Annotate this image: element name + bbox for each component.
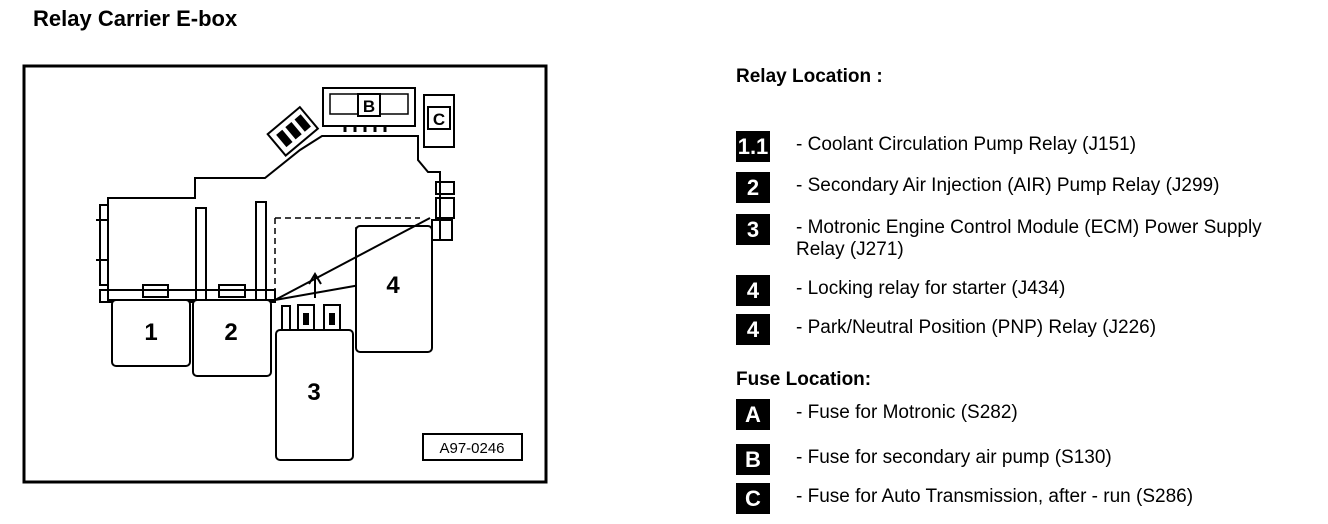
relay-4-label: 4 — [386, 272, 400, 299]
relay-badge-1: 1.1 — [736, 131, 770, 162]
right-clip-upper — [435, 181, 455, 195]
right-clip-lower — [435, 197, 455, 219]
fuse-c-label: C — [433, 110, 445, 129]
ref-code-box — [422, 433, 523, 461]
fuse-block-b-teeth — [343, 126, 387, 132]
fuse-b-label: B — [363, 97, 375, 116]
relay-1-label: 1 — [144, 319, 157, 346]
relay-location-heading: Relay Location : — [736, 66, 883, 87]
carrier-left-flange — [96, 204, 108, 286]
fuse-badge-a: A — [736, 399, 770, 430]
relay-row-4: 4 - Locking relay for starter (J434) — [736, 275, 1276, 306]
relay-desc-2: - Secondary Air Injection (AIR) Pump Rel… — [796, 175, 1220, 196]
relay-3-label: 3 — [307, 379, 320, 406]
relay-2-post-left — [195, 207, 207, 301]
relay-desc-4: - Locking relay for starter (J434) — [796, 278, 1066, 299]
relay-badge-2: 2 — [736, 172, 770, 203]
fuse-c-label-box — [427, 106, 451, 130]
relay-desc-3: - Motronic Engine Control Module (ECM) P… — [796, 217, 1262, 260]
relay-row-3: 3 - Motronic Engine Control Module (ECM)… — [736, 214, 1266, 261]
relay-desc-1: - Coolant Circulation Pump Relay (J151) — [796, 134, 1137, 155]
relay-3-body — [275, 329, 354, 461]
relay-4-body — [355, 225, 433, 353]
relay-3-pin-right-hole — [329, 313, 335, 325]
fuse-location-heading: Fuse Location: — [736, 369, 872, 390]
diagram-frame — [22, 64, 548, 484]
relay-1-body — [111, 299, 191, 367]
ref-code: A97-0246 — [439, 440, 504, 457]
right-clip-bottom — [431, 219, 453, 241]
relay-3-side-tab — [281, 305, 291, 331]
fuse-row-c: C - Fuse for Auto Transmission, after - … — [736, 483, 1276, 514]
fuse-badge-b: B — [736, 444, 770, 475]
fuse-desc-a: - Fuse for Motronic (S282) — [796, 402, 1018, 423]
fuse-b-label-box — [357, 93, 381, 117]
relay-badge-3: 3 — [736, 214, 770, 245]
page-title: Relay Carrier E-box — [33, 6, 238, 31]
fuse-desc-c: - Fuse for Auto Transmission, after - ru… — [796, 486, 1194, 507]
relay-2-body — [192, 299, 272, 377]
fuse-desc-b: - Fuse for secondary air pump (S130) — [796, 447, 1112, 468]
relay-2-label: 2 — [224, 319, 237, 346]
insert-arrow — [308, 272, 322, 298]
relay-2-tab — [218, 284, 246, 298]
fuse-row-a: A - Fuse for Motronic (S282) — [736, 399, 1276, 430]
relay-badge-4: 4 — [736, 275, 770, 306]
carrier-diagonal — [274, 217, 431, 301]
relay-row-5: 4 - Park/Neutral Position (PNP) Relay (J… — [736, 314, 1276, 345]
relay-carrier-diagram: B C 1 2 4 3 A97-0246 — [22, 64, 548, 484]
relay-row-1: 1.1 - Coolant Circulation Pump Relay (J1… — [736, 131, 1276, 162]
angled-fuse-holder — [266, 105, 320, 157]
fuse-badge-c: C — [736, 483, 770, 514]
relay-row-2: 2 - Secondary Air Injection (AIR) Pump R… — [736, 172, 1276, 203]
fuse-row-b: B - Fuse for secondary air pump (S130) — [736, 444, 1276, 475]
relay-3-pin-left-hole — [303, 313, 309, 325]
relay-1-tab — [142, 284, 169, 298]
relay-badge-5: 4 — [736, 314, 770, 345]
relay-desc-5: - Park/Neutral Position (PNP) Relay (J22… — [796, 317, 1157, 338]
relay-2-post-right — [255, 201, 267, 301]
